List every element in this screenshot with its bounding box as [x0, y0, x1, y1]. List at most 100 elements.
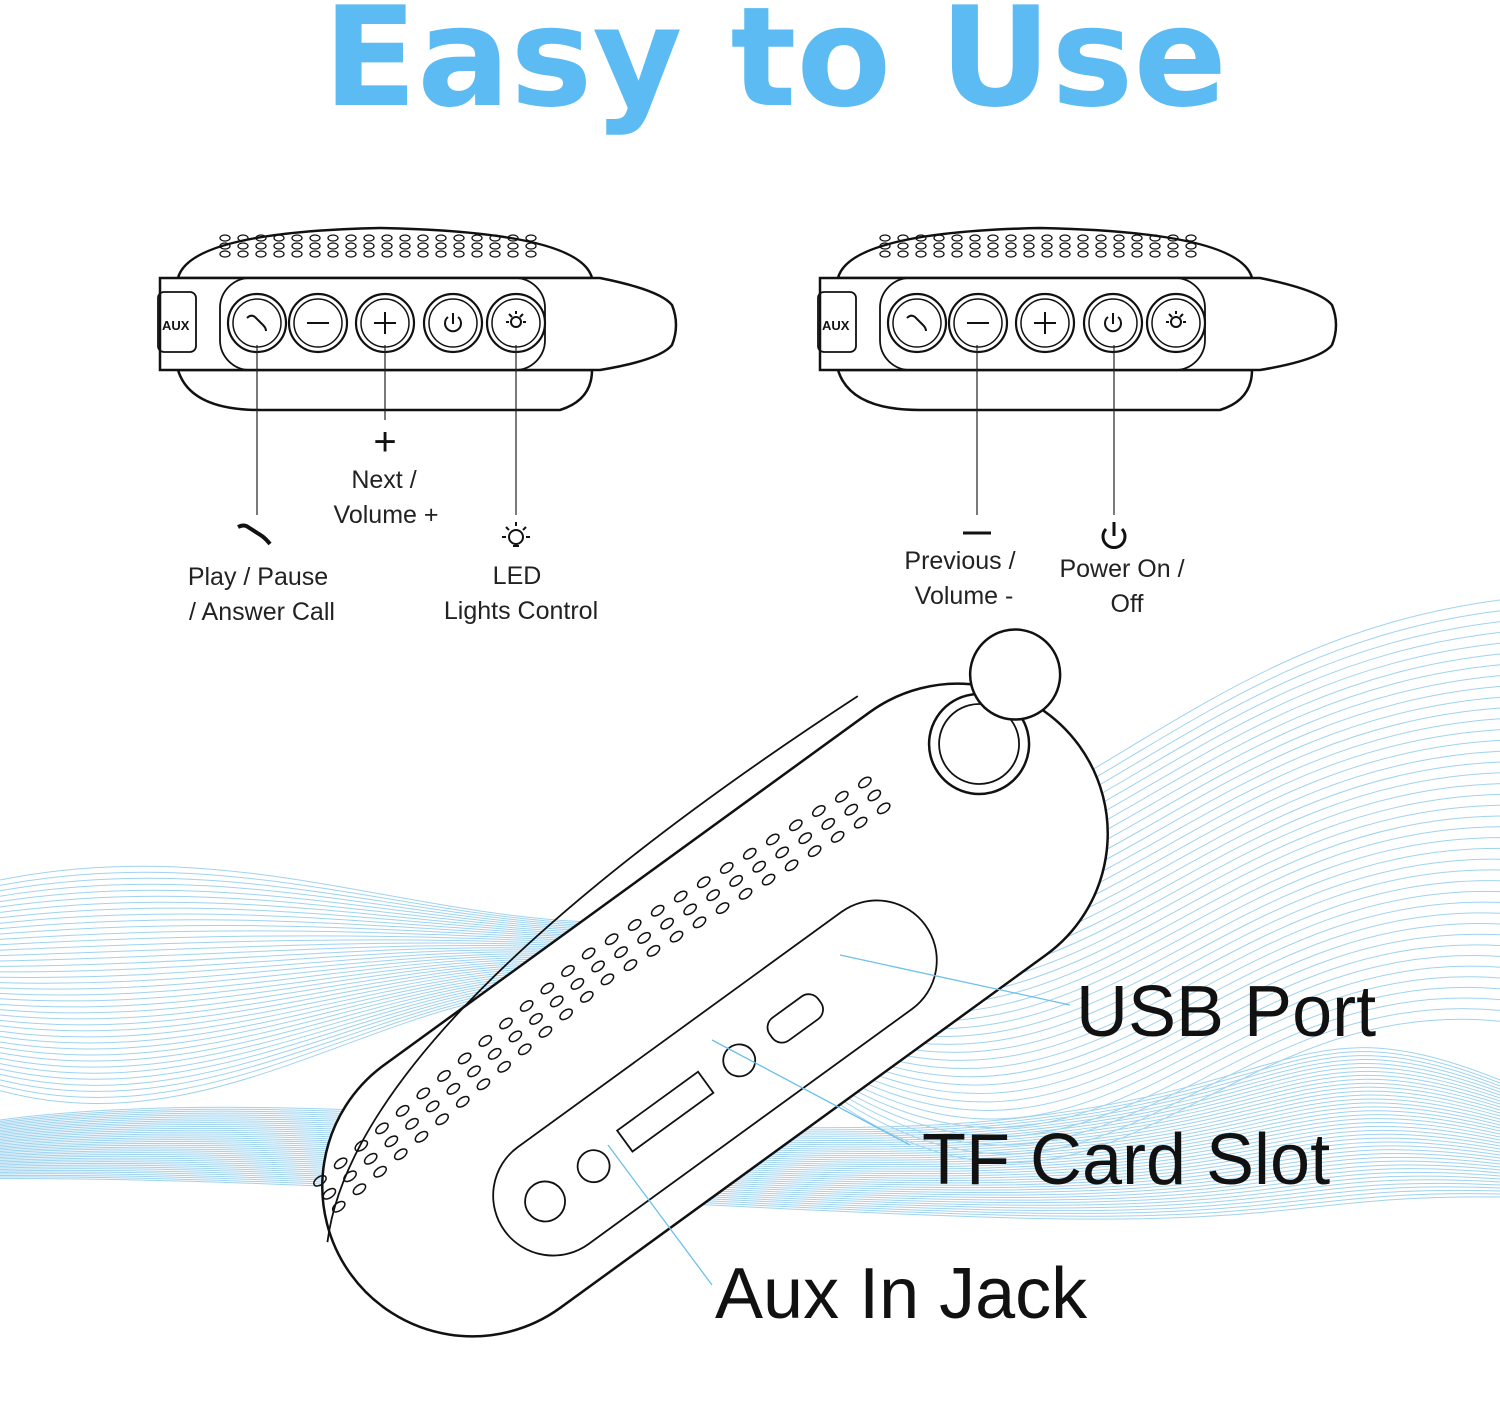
wave-line	[0, 1066, 1500, 1139]
label-led-2: Lights Control	[444, 597, 598, 625]
grille-hole	[1131, 250, 1143, 258]
grille-hole	[719, 861, 734, 874]
grille-hole	[1023, 234, 1035, 242]
grille-hole	[273, 250, 285, 258]
grille-hole	[471, 234, 483, 242]
wave-line	[0, 1082, 1500, 1148]
grille-hole	[467, 1065, 481, 1078]
grille-hole	[933, 234, 945, 242]
grille-hole	[637, 931, 651, 944]
grille-hole	[373, 1165, 387, 1178]
grille-hole	[327, 234, 339, 242]
grille-hole	[508, 1030, 523, 1043]
grille-hole	[497, 1060, 511, 1073]
grille-hole	[309, 234, 321, 242]
grille-hole	[471, 250, 483, 258]
wave-line	[0, 1114, 1500, 1166]
grille-hole	[273, 242, 285, 250]
grille-hole	[399, 242, 411, 250]
label-usb-port: USB Port	[1076, 972, 1376, 1052]
grille-hole	[435, 1113, 449, 1126]
grille-hole	[457, 1052, 472, 1065]
wave-line	[0, 1169, 1500, 1206]
grille-hole	[333, 1157, 348, 1170]
grille-hole	[519, 999, 534, 1012]
wave-line	[0, 1162, 1500, 1196]
grille-hole	[417, 242, 429, 250]
mic-hole	[722, 1043, 757, 1078]
wave-line	[0, 1156, 1500, 1191]
label-tf-card-slot: TF Card Slot	[922, 1120, 1330, 1200]
speaker-grille	[313, 776, 891, 1213]
grille-hole	[237, 234, 249, 242]
grille-hole	[623, 959, 638, 972]
grille-hole	[354, 1139, 369, 1152]
power-icon	[1104, 313, 1122, 333]
grille-hole	[499, 1017, 513, 1030]
grille-hole	[327, 242, 339, 250]
grille-hole	[1167, 242, 1179, 250]
wave-line	[0, 1118, 1500, 1168]
speaker-button-phone	[226, 292, 288, 354]
speaker-button-plus	[1014, 292, 1076, 354]
grille-hole	[600, 973, 615, 986]
grille-hole	[255, 250, 267, 258]
grille-hole	[1131, 242, 1143, 250]
label-next-1: Next /	[351, 466, 416, 494]
label-led-1: LED	[493, 562, 542, 590]
grille-hole	[591, 960, 605, 973]
grille-hole	[345, 234, 357, 242]
grille-hole	[437, 1069, 451, 1082]
grille-hole	[1059, 234, 1071, 242]
light-bulb-icon	[506, 311, 526, 328]
speaker-button-minus	[947, 292, 1009, 354]
grille-hole	[627, 918, 642, 931]
grille-hole	[237, 250, 249, 258]
grille-hole	[327, 250, 339, 258]
grille-hole	[363, 234, 375, 242]
grille-hole	[683, 903, 698, 916]
grille-hole	[331, 1200, 346, 1213]
grille-hole	[487, 1047, 502, 1060]
grille-hole	[1149, 234, 1161, 242]
grille-hole	[1005, 234, 1017, 242]
leader-aux	[607, 1144, 713, 1286]
wave-line	[0, 1059, 1500, 1135]
grille-hole	[559, 1008, 573, 1021]
wave-line	[0, 1110, 1500, 1163]
grille-hole	[414, 1130, 429, 1143]
grille-hole	[219, 234, 231, 242]
wave-line	[0, 1094, 1500, 1155]
grille-hole	[987, 250, 999, 258]
grille-hole	[1023, 250, 1035, 258]
grille-hole	[1185, 234, 1197, 242]
phone-icon	[246, 314, 267, 332]
grille-hole	[435, 242, 447, 250]
grille-hole	[650, 904, 665, 917]
wave-line	[0, 1047, 1500, 1129]
grille-hole	[1095, 250, 1107, 258]
grille-hole	[933, 250, 945, 258]
grille-hole	[951, 250, 963, 258]
wave-line	[0, 1106, 1500, 1161]
grille-hole	[821, 817, 836, 830]
grille-hole	[309, 242, 321, 250]
wave-line	[0, 1051, 1500, 1131]
grille-hole	[811, 804, 826, 817]
speaker-button-phone	[886, 292, 948, 354]
grille-hole	[291, 234, 303, 242]
wave-line	[0, 1168, 1500, 1204]
port-panel	[492, 899, 938, 1257]
grille-hole	[951, 242, 963, 250]
speaker-top-view-right: AUX	[817, 226, 1338, 412]
grille-hole	[549, 995, 564, 1008]
grille-hole	[879, 250, 891, 258]
grille-hole	[517, 1043, 532, 1056]
grille-hole	[765, 833, 780, 846]
grille-hole	[969, 242, 981, 250]
grille-hole	[381, 250, 393, 258]
wave-line	[0, 1166, 1500, 1201]
grille-hole	[579, 990, 594, 1003]
grille-hole	[489, 250, 501, 258]
